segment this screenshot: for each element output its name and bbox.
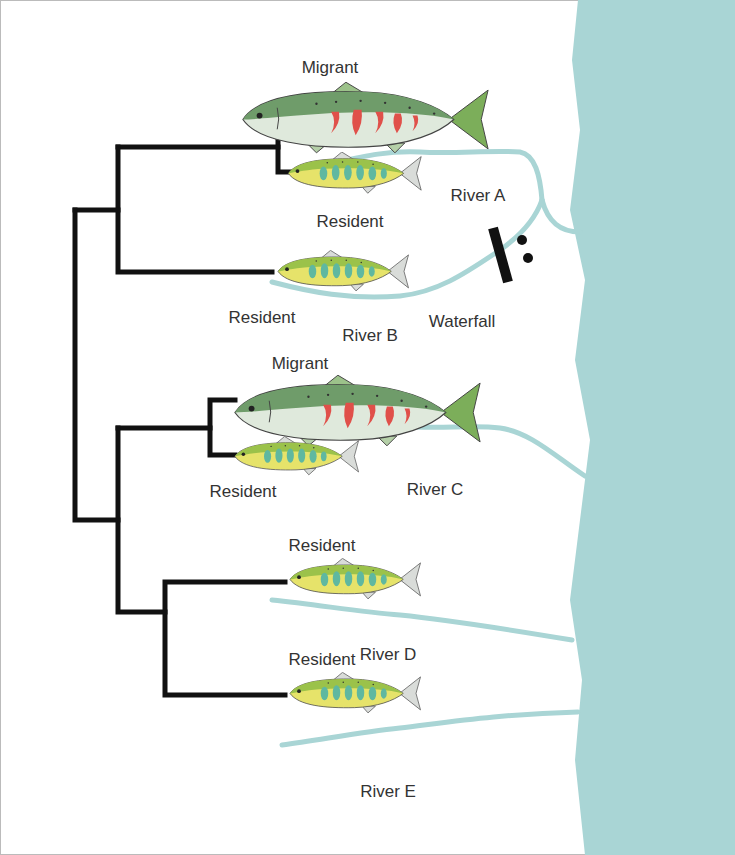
river-label: River E: [358, 782, 418, 802]
fish-label: Resident: [286, 650, 357, 670]
fish: [235, 82, 488, 713]
fish-label: Resident: [226, 308, 297, 328]
river-label: River B: [340, 326, 400, 346]
fish-label: Migrant: [270, 354, 331, 374]
fish-label: Resident: [314, 212, 385, 232]
river-label: River A: [449, 186, 508, 206]
sea: [570, 0, 735, 855]
waterfall-symbol: [493, 228, 533, 282]
river-label: River D: [358, 645, 419, 665]
river-label: River C: [405, 480, 466, 500]
waterfall-label: Waterfall: [427, 312, 497, 332]
fish-label: Resident: [286, 536, 357, 556]
fish-label: Resident: [207, 482, 278, 502]
fish-label: Migrant: [300, 58, 361, 78]
